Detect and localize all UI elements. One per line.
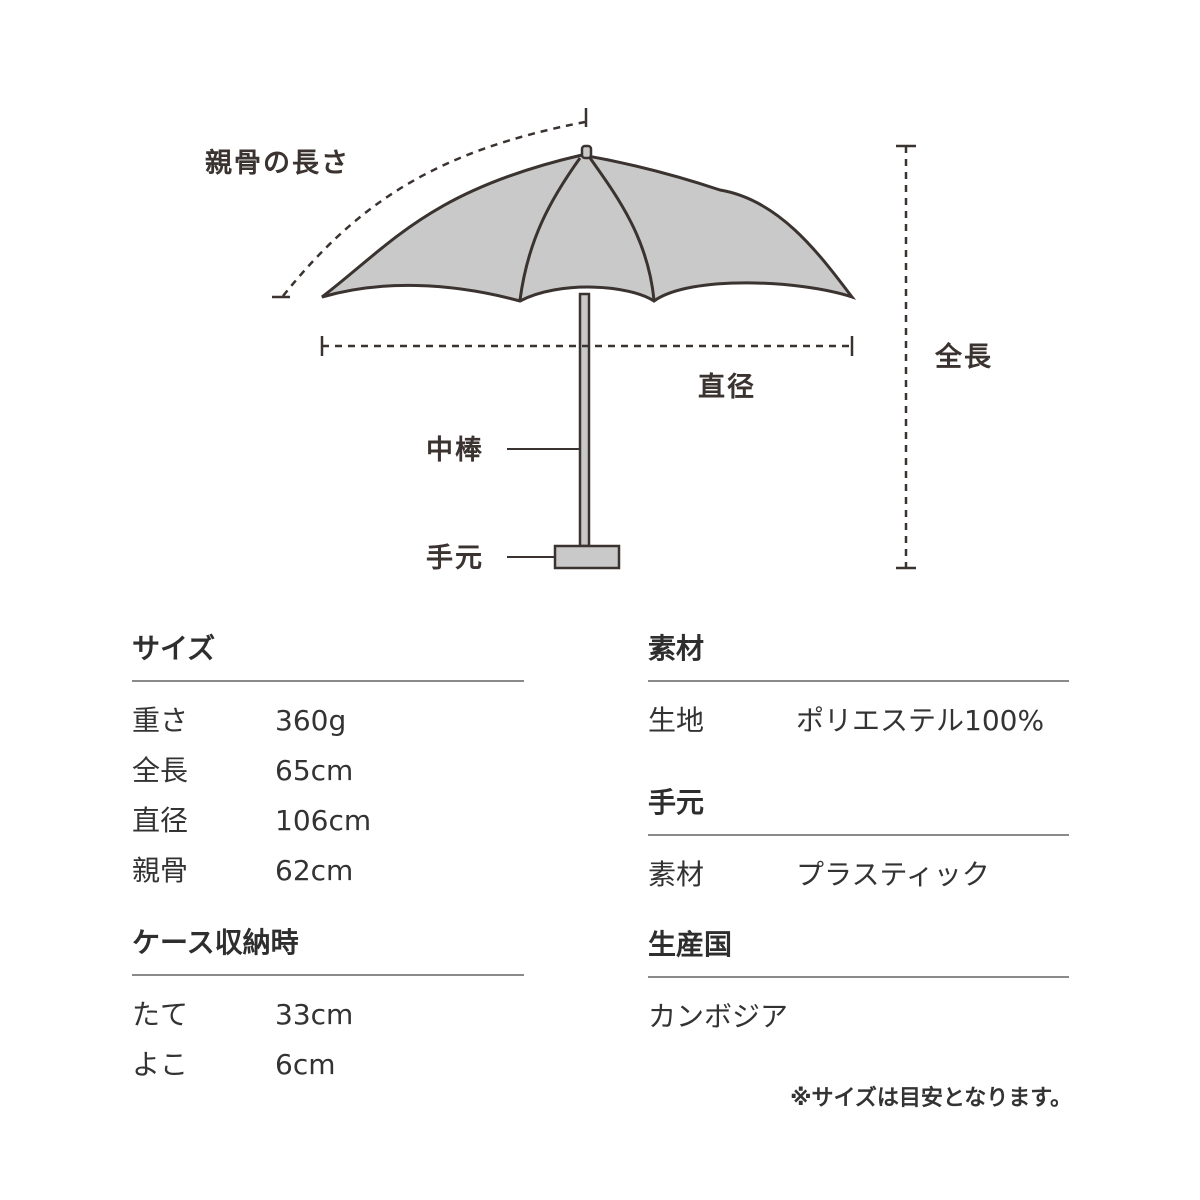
spec-key: たて bbox=[132, 998, 189, 1031]
umbrella-tip bbox=[580, 144, 593, 160]
canopy-rib-left bbox=[518, 157, 582, 301]
rib-length-dashed-arc bbox=[282, 120, 586, 297]
shaft-label: 中棒 bbox=[426, 435, 484, 466]
spec-value: 33cm bbox=[275, 998, 354, 1031]
umbrella-handle bbox=[553, 544, 621, 570]
handle-section: 手元 素材 プラスティック bbox=[648, 788, 1069, 900]
spec-value: 62cm bbox=[275, 854, 354, 887]
spec-row-origin: カンボジア bbox=[648, 992, 1069, 1042]
material-section-title: 素材 bbox=[648, 634, 1069, 682]
size-section-title: サイズ bbox=[132, 634, 524, 682]
spec-key: 直径 bbox=[132, 804, 189, 837]
handle-label: 手元 bbox=[426, 543, 484, 574]
case-section-title: ケース収納時 bbox=[132, 928, 524, 976]
case-section: ケース収納時 たて 33cm よこ 6cm bbox=[132, 928, 524, 1090]
spec-row-rib: 親骨 62cm bbox=[132, 846, 524, 896]
rib-length-label: 親骨の長さ bbox=[205, 148, 350, 179]
spec-value: プラスティック bbox=[796, 858, 990, 891]
spec-row-handle-material: 素材 プラスティック bbox=[648, 850, 1069, 900]
spec-value: ポリエステル100% bbox=[796, 704, 1045, 737]
spec-key: 親骨 bbox=[132, 854, 189, 887]
handle-section-title: 手元 bbox=[648, 788, 1069, 836]
spec-key: 重さ bbox=[132, 704, 189, 737]
size-section: サイズ 重さ 360g 全長 65cm 直径 106cm 親骨 62cm bbox=[132, 634, 524, 896]
canopy-rib-right bbox=[588, 157, 656, 301]
umbrella-shaft bbox=[578, 292, 591, 548]
spec-row-total-length: 全長 65cm bbox=[132, 746, 524, 796]
spec-key: よこ bbox=[132, 1048, 189, 1081]
spec-key: 全長 bbox=[132, 754, 189, 787]
spec-value: 65cm bbox=[275, 754, 354, 787]
size-disclaimer-note: ※サイズは目安となります。 bbox=[790, 1086, 1072, 1111]
spec-value: 106cm bbox=[275, 804, 372, 837]
diameter-label: 直径 bbox=[698, 372, 756, 403]
spec-value: 6cm bbox=[275, 1048, 336, 1081]
spec-row-height: たて 33cm bbox=[132, 990, 524, 1040]
origin-section: 生産国 カンボジア bbox=[648, 930, 1069, 1042]
total-length-label: 全長 bbox=[934, 341, 993, 373]
spec-key: 素材 bbox=[648, 858, 705, 891]
origin-value: カンボジア bbox=[648, 1000, 789, 1033]
spec-value: 360g bbox=[275, 704, 347, 737]
umbrella-canopy bbox=[321, 153, 857, 303]
material-section: 素材 生地 ポリエステル100% bbox=[648, 634, 1069, 746]
spec-row-weight: 重さ 360g bbox=[132, 696, 524, 746]
spec-row-diameter: 直径 106cm bbox=[132, 796, 524, 846]
spec-row-width: よこ 6cm bbox=[132, 1040, 524, 1090]
spec-row-fabric: 生地 ポリエステル100% bbox=[648, 696, 1069, 746]
origin-section-title: 生産国 bbox=[648, 930, 1069, 978]
spec-key: 生地 bbox=[648, 704, 705, 737]
umbrella-diagram: 親骨の長さ 直径 全長 中棒 手元 bbox=[205, 108, 993, 574]
